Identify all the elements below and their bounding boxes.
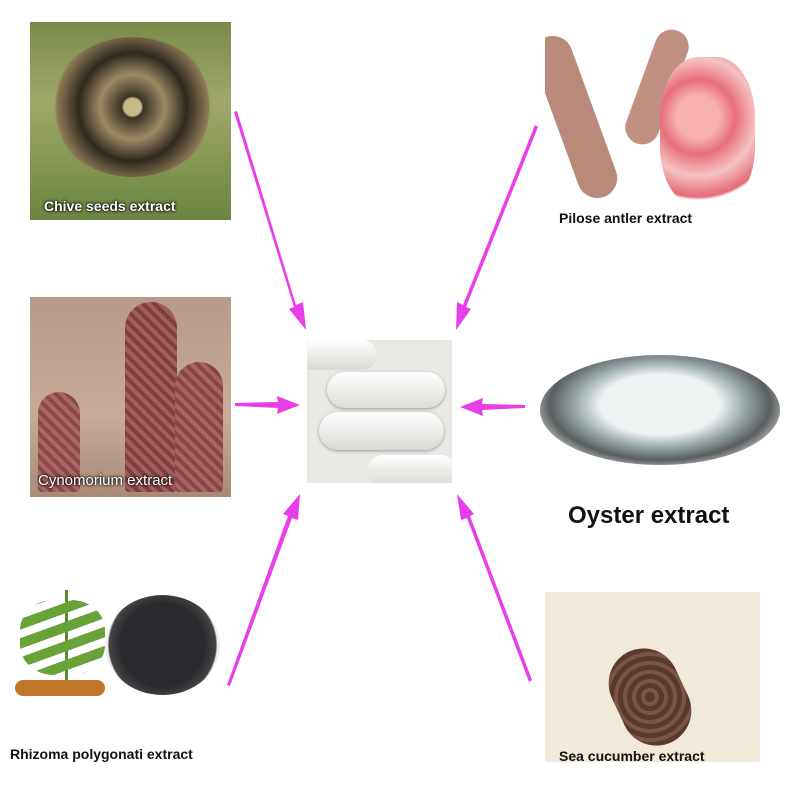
capsule bbox=[319, 412, 444, 450]
stem-2 bbox=[125, 302, 177, 492]
cynomorium-label: Cynomorium extract bbox=[38, 472, 173, 489]
sea-cucumber-image: Sea cucumber extract bbox=[545, 592, 760, 762]
oyster-shell bbox=[540, 355, 780, 465]
stem-1 bbox=[38, 392, 80, 492]
arrow-chive-to-capsules bbox=[234, 111, 306, 330]
capsule bbox=[367, 455, 452, 483]
sea-cucumber-label: Sea cucumber extract bbox=[559, 748, 705, 762]
plant-leaves bbox=[20, 600, 105, 675]
arrow-cynomorium-to-capsules bbox=[235, 396, 300, 414]
rhizoma-label: Rhizoma polygonati extract bbox=[10, 746, 193, 762]
rhizoma-image bbox=[10, 590, 225, 702]
seed-head bbox=[50, 37, 215, 177]
antler-slices bbox=[660, 57, 755, 207]
capsules-image bbox=[307, 340, 452, 483]
arrow-oyster-to-capsules bbox=[460, 398, 525, 416]
arrow-sea-cucumber-to-capsules bbox=[457, 494, 532, 682]
arrow-rhizoma-to-capsules bbox=[227, 494, 300, 686]
capsule bbox=[327, 372, 445, 408]
dried-rhizome bbox=[105, 595, 220, 695]
cynomorium-image: Cynomorium extract bbox=[30, 297, 231, 497]
oyster-label: Oyster extract bbox=[568, 502, 730, 529]
chive-label: Chive seeds extract bbox=[44, 198, 176, 214]
antler-label: Pilose antler extract bbox=[559, 210, 693, 226]
root bbox=[15, 680, 105, 696]
oyster-image bbox=[535, 340, 785, 480]
arrow-antler-to-capsules bbox=[456, 125, 538, 330]
stem-3 bbox=[175, 362, 223, 492]
chive-seeds-image: Chive seeds extract bbox=[30, 22, 231, 220]
capsule bbox=[307, 340, 377, 370]
pilose-antler-image: Pilose antler extract bbox=[545, 22, 760, 232]
